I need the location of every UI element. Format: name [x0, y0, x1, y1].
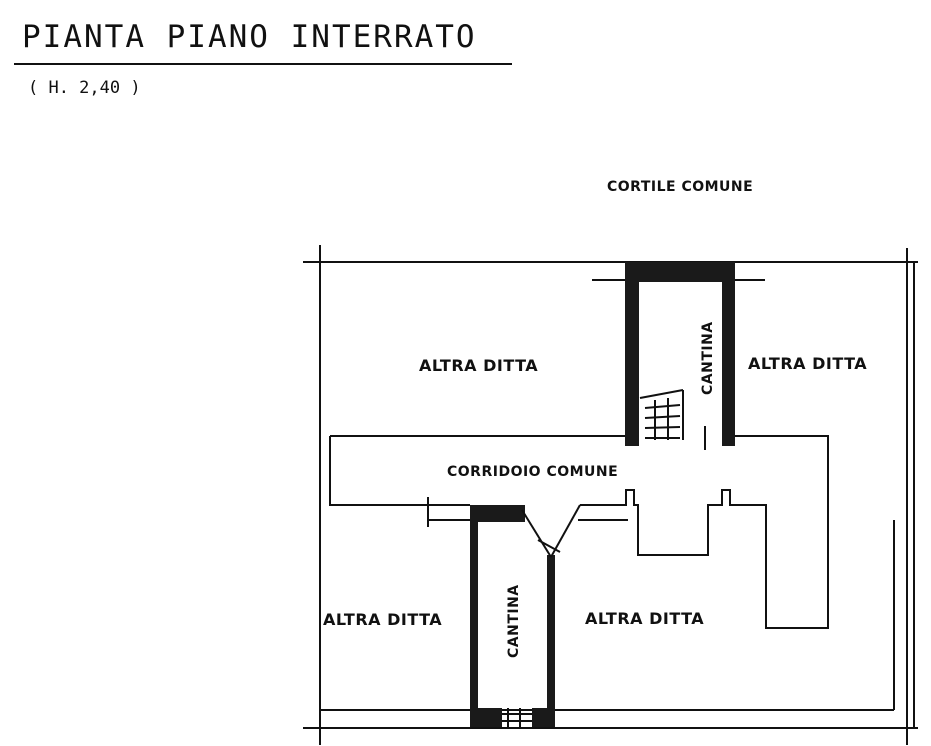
courtyard-label: CORTILE COMUNE: [607, 179, 753, 195]
room-label-cantina-bottom: CANTINA: [506, 584, 522, 658]
corridor-outline: [329, 435, 829, 629]
stair-top: [639, 389, 706, 450]
outer-boundary: [303, 245, 918, 745]
room-label-top-right: ALTRA DITTA: [748, 354, 867, 373]
cantina-top-walls: [592, 262, 765, 446]
room-label-bottom-left: ALTRA DITTA: [323, 610, 442, 629]
room-label-cantina-top: CANTINA: [700, 321, 716, 395]
room-label-corridor: CORRIDOIO COMUNE: [447, 464, 618, 480]
room-label-bottom-right: ALTRA DITTA: [585, 609, 704, 628]
page-title: PIANTA PIANO INTERRATO: [22, 19, 477, 55]
room-label-top-left: ALTRA DITTA: [419, 356, 538, 375]
door-swing: [521, 504, 581, 558]
cantina-bottom-walls: [470, 505, 555, 727]
height-note: ( H. 2,40 ): [28, 78, 141, 98]
